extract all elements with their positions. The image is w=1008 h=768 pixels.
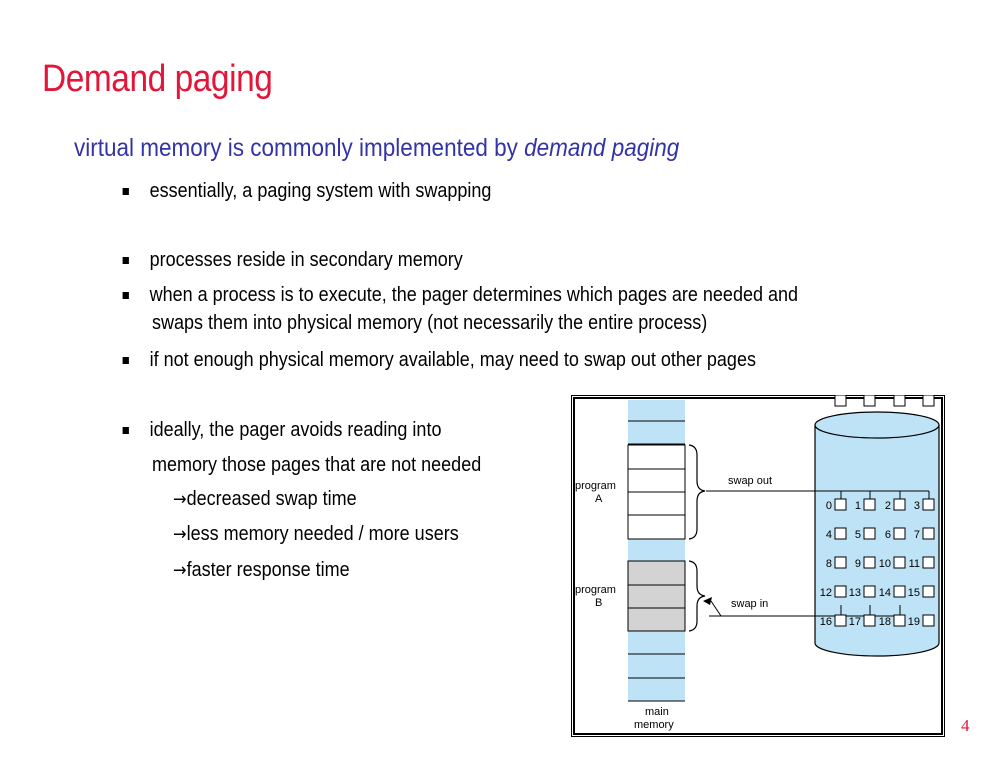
disk-page-number: 21 [849,395,861,398]
bullet-text: when a process is to execute, the pager … [149,284,799,306]
bullet-square-icon [122,188,129,195]
lead-emphasis: demand paging [524,134,680,162]
page-number: 4 [961,716,970,735]
swap-out-label: swap out [728,475,772,487]
program-a-label: program [575,480,616,492]
swap-out-arrows [706,490,930,499]
disk-page-number: 7 [914,529,920,541]
disk-page-number: 11 [909,558,920,570]
disk-page-box [893,527,906,540]
disk-page-box [834,527,847,540]
disk-page-grid: 01234567891011121314151617181920212223 [820,386,935,628]
disk-page-box [834,556,847,569]
disk-page-box [922,585,935,598]
bullet-text: essentially, a paging system with swappi… [149,180,492,202]
disk-page-number: 14 [879,587,891,599]
disk-page-number: 9 [855,558,861,570]
disk-page-number: 23 [908,395,920,398]
benefit-text: faster response time [186,559,350,581]
disk-page-box [863,614,876,627]
disk-page-box [893,498,906,511]
program-a-brace [688,444,706,540]
program-a-pages [627,444,686,540]
disk-page-box [922,614,935,627]
disk-page-box [863,394,876,407]
disk-page-box [922,498,935,511]
program-b-pages [627,560,686,632]
disk-page-number: 10 [879,558,891,570]
disk-page-box [863,527,876,540]
program-a-letter: A [595,493,603,505]
right-arrow-icon: → [173,524,187,545]
disk-page-number: 2 [885,500,891,512]
disk-page-box [922,527,935,540]
benefit-text: decreased swap time [186,488,357,510]
disk-page-box [893,556,906,569]
bullet-text: if not enough physical memory available,… [149,349,756,371]
figure-inner-frame [573,397,943,735]
disk-page-box [893,585,906,598]
disk-page-number: 16 [820,616,832,628]
bullet-square-icon [122,357,129,364]
swap-in-arrow-shaft [710,600,722,617]
benefit-text: less memory needed / more users [186,523,459,545]
disk-page-number: 15 [908,587,920,599]
bullet-continuation: swaps them into physical memory (not nec… [152,312,708,334]
disk-page-number: 13 [849,587,861,599]
demand-paging-figure: program A program B main memory swap out… [571,386,945,737]
program-b-letter: B [595,597,602,609]
disk-page-box [834,394,847,407]
disk-page-box [922,556,935,569]
bullet-text: ideally, the pager avoids reading into [149,419,442,441]
bullet-continuation: memory those pages that are not needed [152,454,482,476]
disk-page-number: 20 [820,395,832,398]
benefit-item: →faster response time [173,559,350,582]
disk-page-number: 19 [908,616,920,628]
disk-page-number: 0 [826,500,832,512]
disk-cylinder [814,411,940,657]
disk-page-number: 22 [879,395,891,398]
disk-page-box [863,585,876,598]
disk-page-box [863,498,876,511]
slide-title: Demand paging [42,58,273,100]
bullet-square-icon [122,427,129,434]
disk-page-number: 1 [855,500,861,512]
swap-in-arrowhead [703,597,712,605]
disk-page-number: 5 [855,529,861,541]
lead-statement: virtual memory is commonly implemented b… [74,134,679,163]
disk-page-number: 18 [879,616,891,628]
program-b-label: program [575,584,616,596]
disk-page-box [834,585,847,598]
main-memory-label: main [645,706,669,718]
disk-page-box [834,498,847,511]
benefit-item: →less memory needed / more users [173,523,459,546]
lead-text: virtual memory is commonly implemented b… [74,134,525,162]
disk-page-box [893,614,906,627]
bullet-square-icon [122,292,129,299]
disk-page-box [893,394,906,407]
disk-page-number: 8 [826,558,832,570]
main-memory-label-2: memory [634,719,674,731]
disk-page-number: 12 [820,587,832,599]
swap-in-label: swap in [731,598,768,610]
disk-page-number: 4 [826,529,832,541]
disk-page-number: 6 [885,529,891,541]
benefit-item: →decreased swap time [173,488,357,511]
right-arrow-icon: → [173,560,187,581]
disk-page-box [834,614,847,627]
disk-page-number: 17 [849,616,861,628]
bullet-square-icon [122,257,129,264]
program-b-brace [688,560,706,632]
figure-outer-frame [571,395,945,737]
right-arrow-icon: → [173,489,187,510]
disk-page-box [922,394,935,407]
bullet-text: processes reside in secondary memory [149,249,463,271]
disk-page-number: 3 [914,500,920,512]
disk-page-box [863,556,876,569]
